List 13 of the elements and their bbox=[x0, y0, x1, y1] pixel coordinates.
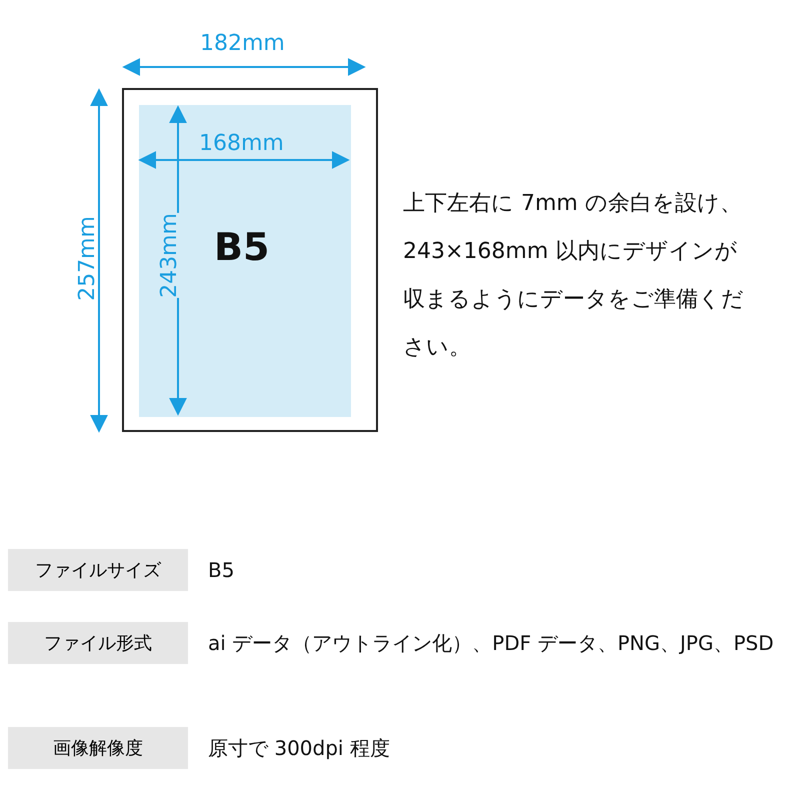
paper-sheet bbox=[122, 88, 378, 432]
print-area bbox=[139, 105, 351, 417]
row-header: ファイル形式 bbox=[8, 622, 188, 664]
row-header: ファイルサイズ bbox=[8, 549, 188, 591]
size-label: B5 bbox=[214, 225, 270, 269]
dimension-label: 182mm bbox=[200, 31, 285, 56]
row-header: 画像解像度 bbox=[8, 727, 188, 769]
dimension-label: 243mm bbox=[156, 213, 182, 298]
row-value: B5 bbox=[208, 557, 236, 584]
row-value: 原寸で 300dpi 程度 bbox=[208, 735, 391, 762]
note-text: 上下左右に 7mm の余白を設け、243×168mm 以内にデザインが収まるようにデータをご準備ください。 bbox=[403, 190, 745, 362]
row-value: ai データ（アウトライン化）、PDF データ、PNG、JPG、PSD bbox=[208, 630, 775, 657]
dimension-label: 257mm bbox=[74, 216, 100, 301]
